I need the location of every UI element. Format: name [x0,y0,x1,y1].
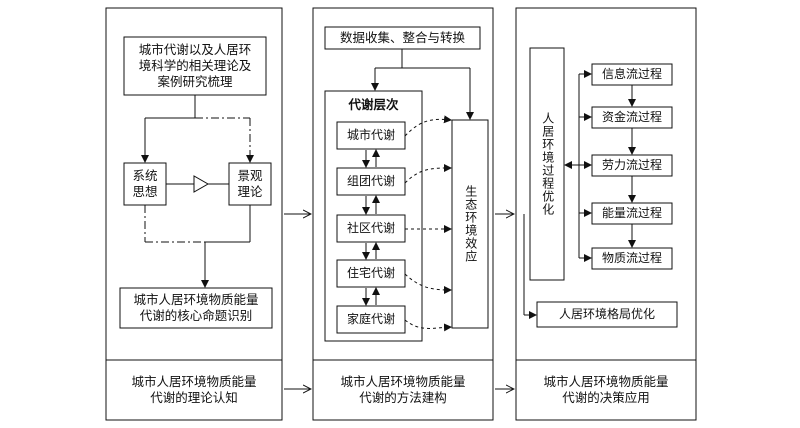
footer-theory: 城市人居环境物质能量 代谢的理论认知 [131,373,257,405]
triangle-symbol [193,175,210,193]
footer-method: 城市人居环境物质能量 代谢的方法建构 [340,373,466,405]
level-community: 社区代谢 [346,220,395,235]
level-residence: 住宅代谢 [346,265,395,280]
level-household: 家庭代谢 [346,311,395,326]
column-method-frame [312,7,494,421]
level-city: 城市代谢 [346,127,395,142]
box-data: 数据收集、整合与转换 [339,29,465,45]
hierarchy-title: 代谢层次 [348,96,399,112]
process-capital: 资金流过程 [601,109,662,124]
process-labor: 劳力流过程 [601,157,662,172]
process-information: 信息流过程 [601,66,662,81]
box-pattern-opt-frame [536,301,678,328]
box-pattern-opt: 人居环境格局优化 [558,306,655,321]
process-energy: 能量流过程 [601,205,662,220]
column-theory-frame [105,7,283,421]
process-material: 物质流过程 [601,250,662,265]
box-eco-effect-frame [451,119,489,329]
level-cluster: 组团代谢 [346,173,395,188]
box-landscape-theory: 景观 理论 [237,167,263,199]
box-theory-review: 城市代谢以及人居环 境科学的相关理论及 案例研究梳理 [138,41,252,90]
box-process-opt: 人居环境过程优化 [540,112,555,216]
footer-decision: 城市人居环境物质能量 代谢的决策应用 [543,373,669,405]
hierarchy-frame [324,90,423,342]
box-core-issues-frame [119,287,273,329]
column-decision-frame [515,7,697,421]
box-eco-effect: 生态环境效应 [463,185,478,263]
box-system-thinking: 系统 思想 [132,167,158,199]
box-core-issues: 城市人居环境物质能量 代谢的核心命题识别 [133,291,259,323]
